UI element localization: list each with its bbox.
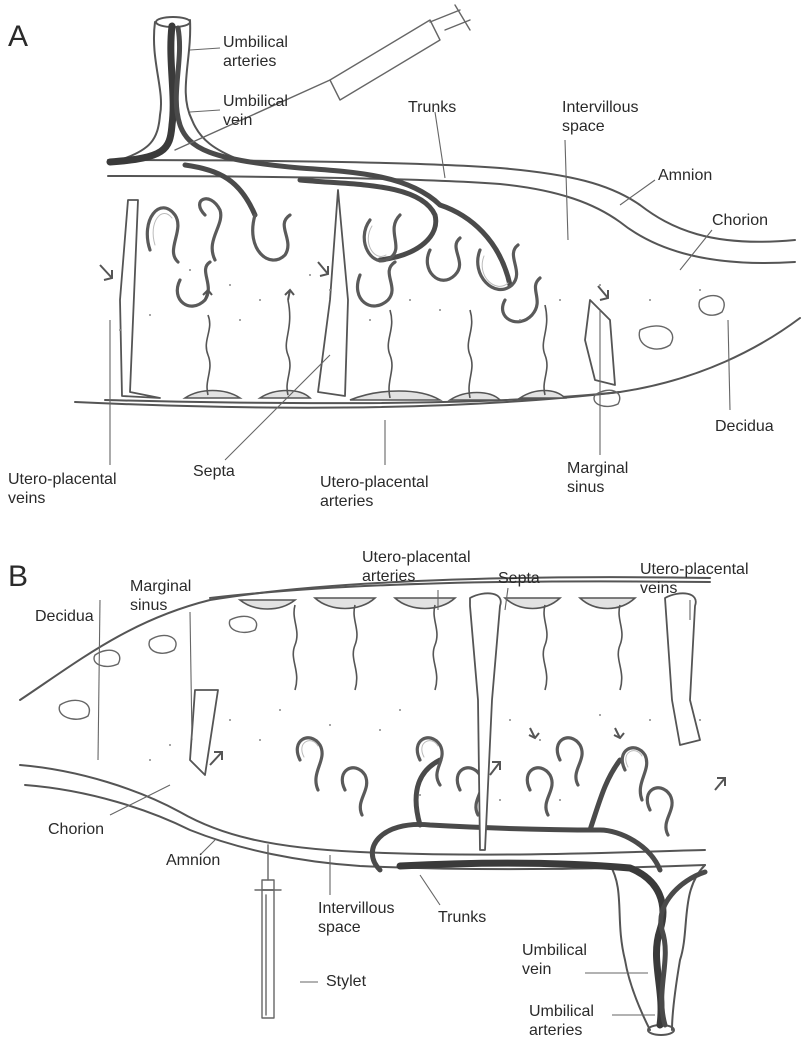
panel-b-villus-8 — [647, 788, 672, 835]
panel-b-flow-arrow-3 — [715, 778, 725, 790]
panel-a-villus-7 — [427, 238, 460, 280]
panel-a-intervillous-space-label: Intervillous space — [562, 98, 638, 136]
panel-a-spiral-artery-4 — [468, 310, 472, 398]
panel-b-decidua-label: Decidua — [35, 607, 94, 626]
panel-b-spiral-artery-3 — [433, 605, 437, 690]
panel-b-septum-2 — [665, 593, 700, 745]
panel-b-flow-arrow-5 — [614, 728, 624, 738]
panel-b-spiral-artery-2 — [353, 605, 357, 690]
panel-a-umbilical-vein — [110, 26, 173, 162]
panel-b-pool-5 — [580, 598, 635, 609]
panel-b-flow-arrow-1 — [210, 752, 222, 765]
panel-a-villus-3 — [253, 215, 290, 260]
panel-a-decidua-label: Decidua — [715, 417, 774, 436]
panel-a-pool-5 — [520, 391, 565, 399]
panel-a-flow-arrow-1 — [100, 265, 112, 280]
panel-b-decidua-blob-1 — [59, 700, 89, 719]
panel-a-pool-2 — [260, 391, 310, 399]
panel-a-pool-1 — [185, 391, 240, 399]
panel-b-chorionic-plate-upper — [20, 765, 705, 855]
panel-b-intervillous-stipple — [149, 709, 701, 801]
panel-a-septum-1 — [120, 200, 160, 398]
panel-b-villus-1 — [297, 738, 322, 790]
panel-a-letter: A — [8, 22, 28, 52]
panel-a-syringe — [175, 5, 470, 150]
panel-a-villus-5 — [364, 215, 400, 261]
panel-a-villus-6 — [357, 262, 395, 306]
panel-b-marginal-sinus-label: Marginal sinus — [130, 577, 191, 615]
panel-b-flow-arrow-4 — [529, 728, 539, 738]
panel-b-umbilical-arteries-label: Umbilical arteries — [529, 1002, 594, 1040]
panel-b-basal-plate — [20, 577, 710, 700]
panel-b-utero-placental-veins-label: Utero-placental veins — [640, 560, 749, 598]
panel-b-decidua-blob-2 — [94, 650, 120, 666]
panel-b-trunk-3 — [590, 760, 620, 830]
panel-b-intervillous-space-label: Intervillous space — [318, 899, 394, 937]
panel-a-marginal-sinus-label: Marginal sinus — [567, 459, 628, 497]
panel-a-umbilical-cord-left — [120, 22, 161, 160]
panel-b-trunks-label: Trunks — [438, 908, 486, 927]
panel-a-spiral-artery-2 — [286, 300, 290, 395]
panel-b-stylet — [255, 845, 281, 1018]
panel-a-pool-4 — [450, 393, 500, 401]
panel-a-flow-arrow-5 — [285, 290, 294, 300]
panel-a-flow-arrow-2 — [318, 262, 328, 276]
panel-a-septa-label: Septa — [193, 462, 235, 481]
panel-a-umbilical-vein-label: Umbilical vein — [223, 92, 288, 130]
panel-b-decidua-blob-4 — [229, 616, 256, 632]
panel-b-villus-5 — [527, 768, 552, 815]
panel-b-decidua-blob-3 — [149, 635, 176, 653]
panel-a-amnion-label: Amnion — [658, 166, 712, 185]
panel-a-decidua-blob-2 — [699, 296, 724, 316]
panel-a-decidua-blob-1 — [639, 326, 672, 349]
panel-b-pool-2 — [315, 598, 375, 609]
panel-a-septum-2 — [318, 190, 348, 396]
panel-b-spiral-artery-1 — [293, 605, 297, 690]
panel-b-utero-placental-arteries-label: Utero-placental arteries — [362, 548, 471, 586]
panel-a-villus-1 — [147, 208, 178, 262]
panel-b-umbilical-cord-left — [610, 865, 650, 1030]
panel-b-letter: B — [8, 562, 28, 592]
panel-b-septum-1 — [470, 593, 501, 850]
panel-b-villus-2 — [342, 768, 366, 815]
panel-b-umbilical-vein-label: Umbilical vein — [522, 941, 587, 979]
panel-a-utero-placental-arteries-label: Utero-placental arteries — [320, 473, 429, 511]
panel-a-basal-plate — [75, 318, 800, 408]
panel-b-amnion-label: Amnion — [166, 851, 220, 870]
panel-a-drawing — [75, 5, 800, 465]
panel-a-spiral-artery-5 — [543, 305, 547, 395]
panel-a-umbilical-arteries-label: Umbilical arteries — [223, 33, 288, 71]
panel-a-pool-3 — [350, 391, 440, 400]
panel-a-villus-2 — [200, 199, 221, 260]
panel-b-spiral-artery-5 — [618, 605, 622, 690]
panel-b-flow-arrow-2 — [490, 762, 500, 775]
panel-b-pool-4 — [505, 598, 560, 609]
panel-a-trunk-3 — [440, 205, 510, 285]
panel-a-trunks-label: Trunks — [408, 98, 456, 117]
panel-b-stylet-label: Stylet — [326, 972, 366, 991]
panel-b-villus-6 — [557, 738, 582, 785]
panel-b-pool-1 — [240, 600, 295, 609]
panel-b-drawing — [20, 577, 725, 1035]
panel-b-septa-label: Septa — [498, 569, 540, 588]
panel-b-pool-3 — [395, 598, 455, 609]
panel-a-flow-arrow-3 — [598, 286, 608, 300]
panel-b-spiral-artery-4 — [543, 605, 547, 690]
panel-a-spiral-artery-3 — [388, 310, 392, 398]
panel-b-chorion-label: Chorion — [48, 820, 104, 839]
panel-a-chorion-label: Chorion — [712, 211, 768, 230]
panel-a-spiral-artery-1 — [206, 315, 210, 395]
panel-a-utero-placental-veins-label: Utero-placental veins — [8, 470, 117, 508]
